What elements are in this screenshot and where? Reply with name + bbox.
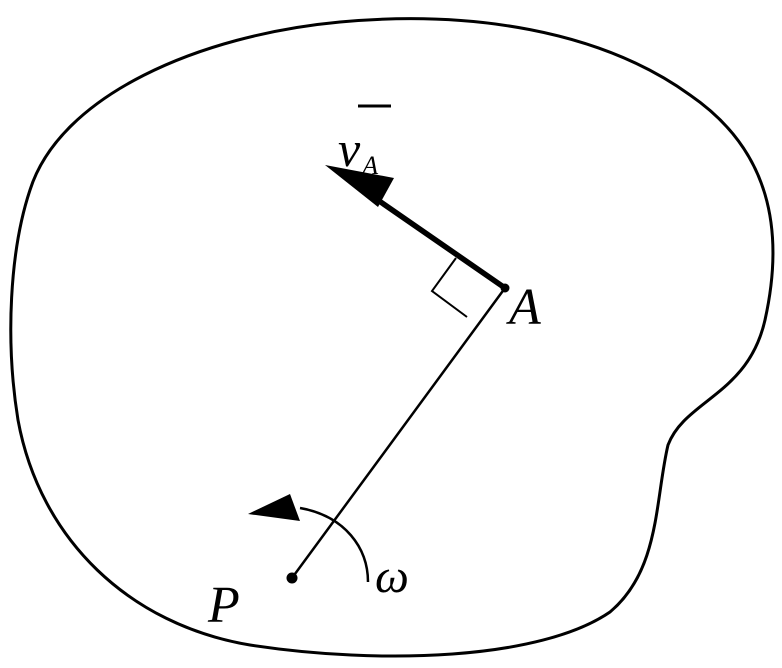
omega-label: ω <box>375 550 409 603</box>
velocity-vector-shaft <box>369 193 508 291</box>
point-p-dot <box>286 572 298 584</box>
point-p-label: P <box>207 577 240 634</box>
point-a-dot <box>500 283 510 293</box>
angular-velocity-arrowhead-icon <box>248 494 300 521</box>
rigid-body-outline <box>9 17 775 658</box>
velocity-label: vA <box>338 121 378 180</box>
angular-velocity-arc <box>299 506 370 583</box>
velocity-arrowhead-icon <box>325 165 394 207</box>
right-angle-marker-icon <box>430 257 468 318</box>
radius-line-pa <box>290 287 507 579</box>
point-a-label: A <box>506 279 541 336</box>
